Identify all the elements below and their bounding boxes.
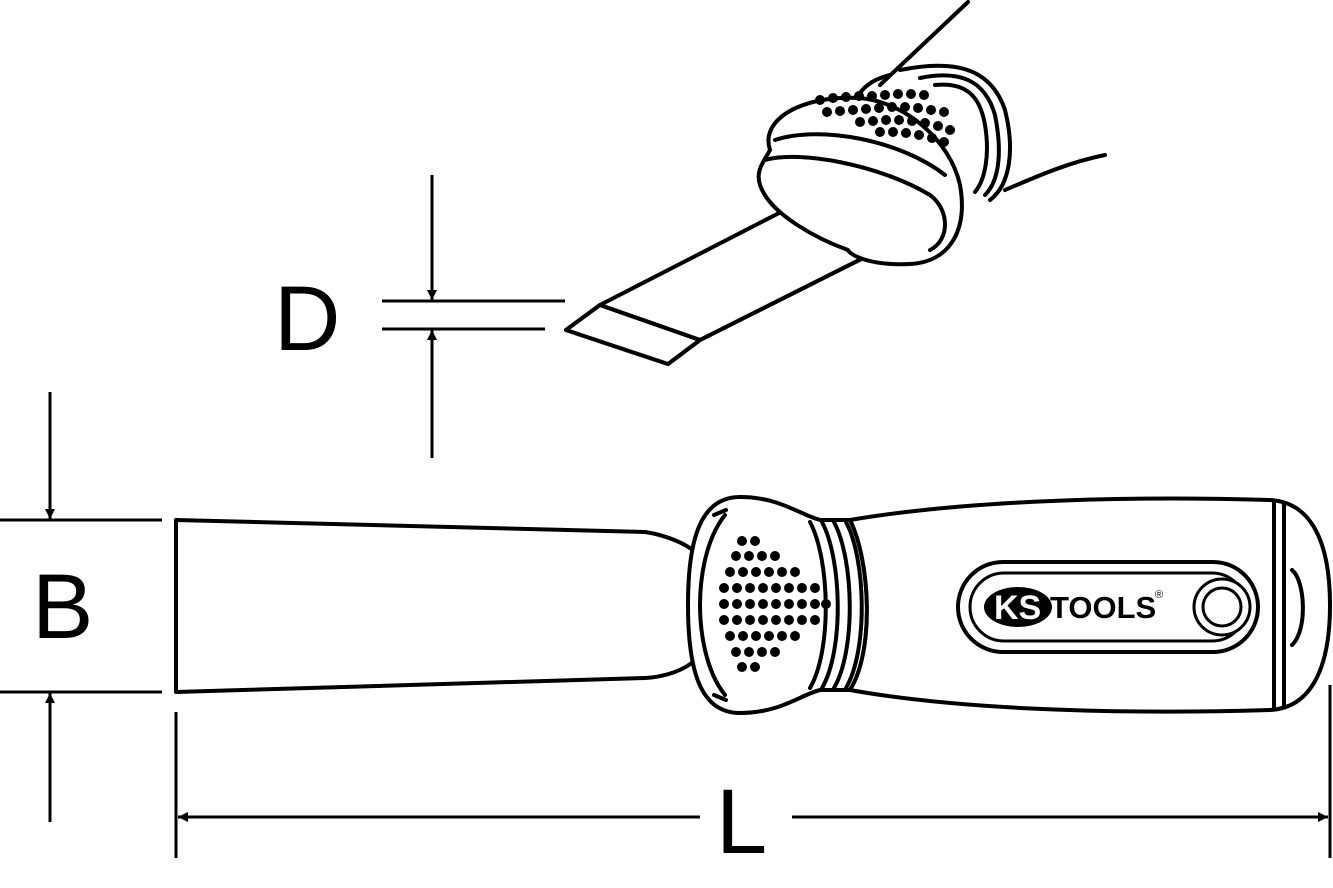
logo-registered-mark: ®	[1155, 589, 1163, 601]
perspective-handle-rings	[898, 63, 1012, 202]
perspective-chisel-view	[564, 0, 1107, 366]
logo-ks-text: KS	[994, 589, 1041, 627]
dimension-L	[174, 685, 1332, 858]
perspective-handle-body	[878, 0, 970, 87]
dimension-D	[382, 175, 565, 458]
logo-tools-text: TOOLS	[1050, 590, 1156, 625]
side-chisel-view	[174, 495, 1332, 715]
dimension-label-D: D	[274, 268, 340, 370]
dimension-B	[0, 392, 162, 822]
perspective-grip-dots	[815, 89, 955, 147]
dimension-label-L: L	[716, 771, 767, 873]
ks-tools-logo: KS TOOLS ®	[984, 587, 1163, 627]
side-blade	[174, 518, 697, 694]
side-grip-dots	[719, 536, 831, 672]
dimension-label-B: B	[32, 556, 93, 658]
logo-button-inner	[1201, 586, 1243, 628]
